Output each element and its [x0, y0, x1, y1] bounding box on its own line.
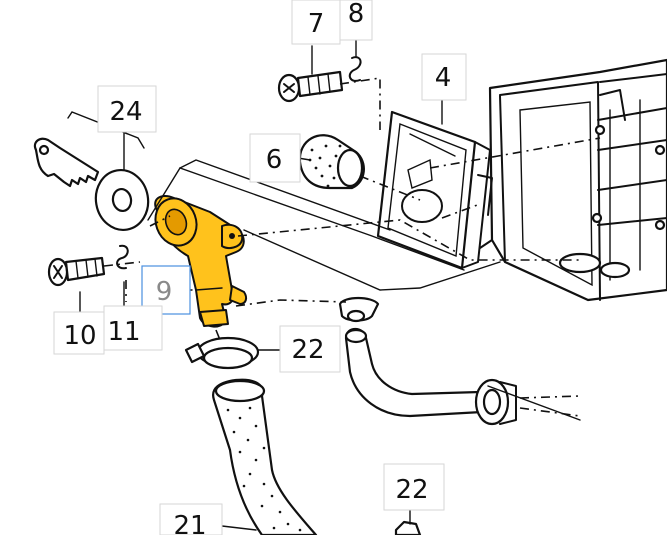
callout-6[interactable]: 6: [249, 133, 301, 183]
callout-21[interactable]: 21: [159, 503, 223, 535]
key-part: [33, 137, 100, 188]
hose-clamp-bottom-part: [394, 520, 422, 535]
hose-clamp-small-part: [338, 296, 380, 323]
callout-9-text: 9: [156, 277, 173, 307]
breather-hose-part: [344, 327, 484, 418]
washer-part: [94, 169, 150, 231]
screw-top-part: [277, 70, 344, 103]
callout-7-text: 7: [308, 9, 325, 39]
outline-lines: [147, 159, 581, 421]
alignment-lines: [103, 77, 601, 417]
callout-10[interactable]: 10: [53, 311, 105, 355]
callout-7[interactable]: 7: [291, 0, 341, 45]
callout-24-text: 24: [109, 97, 142, 127]
callout-10-text: 10: [63, 321, 96, 351]
callout-4-text: 4: [435, 63, 452, 93]
housing-part: [479, 58, 667, 302]
callout-22-upper[interactable]: 22: [279, 325, 341, 373]
spring-clip-left-part: [116, 244, 129, 270]
callout-21-text: 21: [173, 511, 206, 535]
hose-clamp-part: [184, 336, 260, 370]
hose-main-part: [212, 378, 318, 535]
spring-clip-top-part: [348, 56, 362, 82]
callout-9[interactable]: 9: [141, 265, 191, 315]
grommet-part: [474, 378, 517, 426]
callout-11-text: 11: [107, 317, 140, 347]
callout-24[interactable]: 24: [97, 85, 157, 133]
callout-6-text: 6: [266, 145, 283, 175]
callout-22-upper-text: 22: [291, 335, 324, 365]
flap-lid-part: [376, 110, 493, 270]
cap-part: [298, 134, 365, 190]
callout-22-lower-text: 22: [395, 475, 428, 505]
callout-8[interactable]: 8: [339, 0, 373, 41]
callout-8-text: 8: [348, 0, 365, 29]
callout-4[interactable]: 4: [421, 53, 467, 101]
callout-22-lower[interactable]: 22: [383, 463, 445, 511]
filler-neck-part: [154, 194, 248, 328]
callout-11[interactable]: 11: [103, 305, 163, 351]
screw-left-part: [47, 256, 106, 287]
